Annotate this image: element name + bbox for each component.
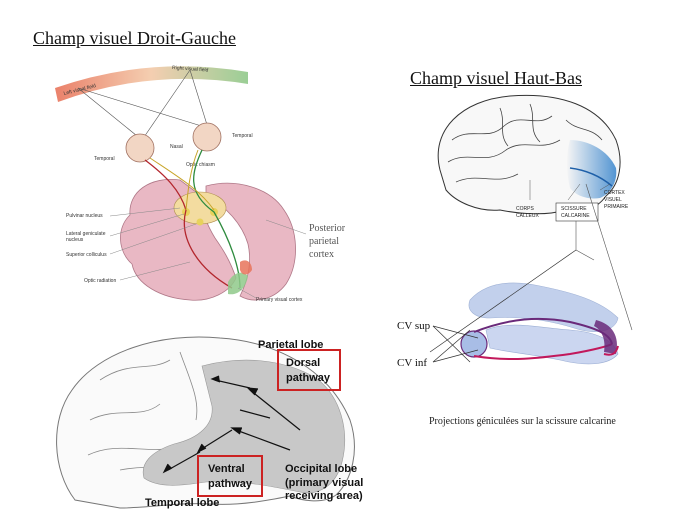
label-cv-sup: CV sup <box>397 320 431 332</box>
label-superior-colliculus: Superior colliculus <box>66 252 107 258</box>
label-corps-line2: CALLEUX <box>516 213 539 219</box>
visual-field-arc <box>55 66 248 102</box>
label-right-visual-field: Right visual field <box>172 65 209 74</box>
medial-gyri <box>447 103 603 183</box>
label-nasal: Nasal <box>170 144 183 150</box>
label-ventral-line1: Ventral <box>208 463 245 475</box>
zoom-connectors <box>575 183 633 331</box>
label-posterior-parietal-2: parietal <box>309 236 339 247</box>
label-pulvinar: Pulvinar nucleus <box>66 213 103 219</box>
calcarine-leaders <box>529 180 611 201</box>
calcarine-fissure <box>569 167 613 187</box>
superior-colliculus <box>196 218 204 226</box>
calcarine-diagram: CORPS CALLEUX SCISSURE CALCARINE CORTEX … <box>397 94 633 427</box>
label-occipital-line3: receiving area) <box>285 490 363 502</box>
cv-leader-lines <box>429 249 577 363</box>
right-eye <box>192 122 222 152</box>
label-temporal-left: Temporal <box>94 156 115 162</box>
pathway-yellow-b <box>185 149 199 211</box>
pathway-green <box>193 149 241 289</box>
heading-left-right-field: Champ visuel Droit-Gauche <box>33 28 236 48</box>
label-scissure-line2: CALCARINE <box>561 213 590 219</box>
field-projection-lines <box>77 69 209 141</box>
label-scissure-line1: SCISSURE <box>561 206 587 212</box>
lateral-geniculate-nucleus <box>460 330 488 358</box>
dorsal-pathway-box <box>277 349 341 391</box>
label-temporal-right: Temporal <box>232 133 253 139</box>
label-posterior-parietal-3: cortex <box>309 249 334 260</box>
label-cortex-line3: PRIMAIRE <box>604 204 629 210</box>
primary-visual-cortex-area-red <box>240 260 252 275</box>
label-cortex-line1: CORTEX <box>604 190 625 196</box>
label-cv-inf: CV inf <box>397 357 427 369</box>
label-posterior-parietal-1: Posterior <box>309 223 346 234</box>
label-cortex-line2: VISUEL <box>604 197 622 203</box>
ventral-pathway-box <box>197 455 263 497</box>
label-ventral-line2: pathway <box>208 478 253 490</box>
label-parietal-lobe: Parietal lobe <box>258 339 323 351</box>
label-primary-visual-cortex: Primary visual cortex <box>256 297 303 303</box>
pathway-yellow-a <box>149 157 215 211</box>
label-optic-chiasm: Optic chiasm <box>186 162 215 168</box>
label-dorsal-line2: pathway <box>286 372 331 384</box>
label-occipital-line2: (primary visual <box>285 477 363 489</box>
label-lgn-line1: Lateral geniculate <box>66 231 106 237</box>
cortex-lower-lip <box>603 345 619 356</box>
primary-visual-cortex-area <box>228 272 248 295</box>
pathway-red <box>144 159 233 289</box>
label-occipital-line1: Occipital lobe <box>285 463 357 475</box>
label-temporal-lobe: Temporal lobe <box>145 497 219 509</box>
scissure-calcarine-box <box>555 202 599 222</box>
primary-visual-cortex-area <box>567 140 617 199</box>
heading-up-down-field: Champ visuel Haut-Bas <box>410 68 582 88</box>
ventricle-shape-lower <box>485 324 619 365</box>
label-dorsal-line1: Dorsal <box>286 357 320 369</box>
visual-cortex-target <box>594 320 618 354</box>
calcarine-caption: Projections géniculées sur la scissure c… <box>429 416 616 427</box>
leader-lines <box>109 207 307 299</box>
stream-arrows <box>162 375 301 474</box>
visual-streams-diagram: Parietal lobe Dorsal pathway Ventral pat… <box>56 336 363 509</box>
visual-pathway-diagram: Left visual field Right visual field Nas… <box>55 65 346 303</box>
left-eye <box>125 133 155 163</box>
label-corps-line1: CORPS <box>516 206 534 212</box>
label-optic-radiation: Optic radiation <box>84 278 116 284</box>
brain-section-right-hemisphere <box>205 182 296 301</box>
label-lgn-line2: nucleus <box>66 237 84 243</box>
gray-lobe-region <box>142 359 345 494</box>
